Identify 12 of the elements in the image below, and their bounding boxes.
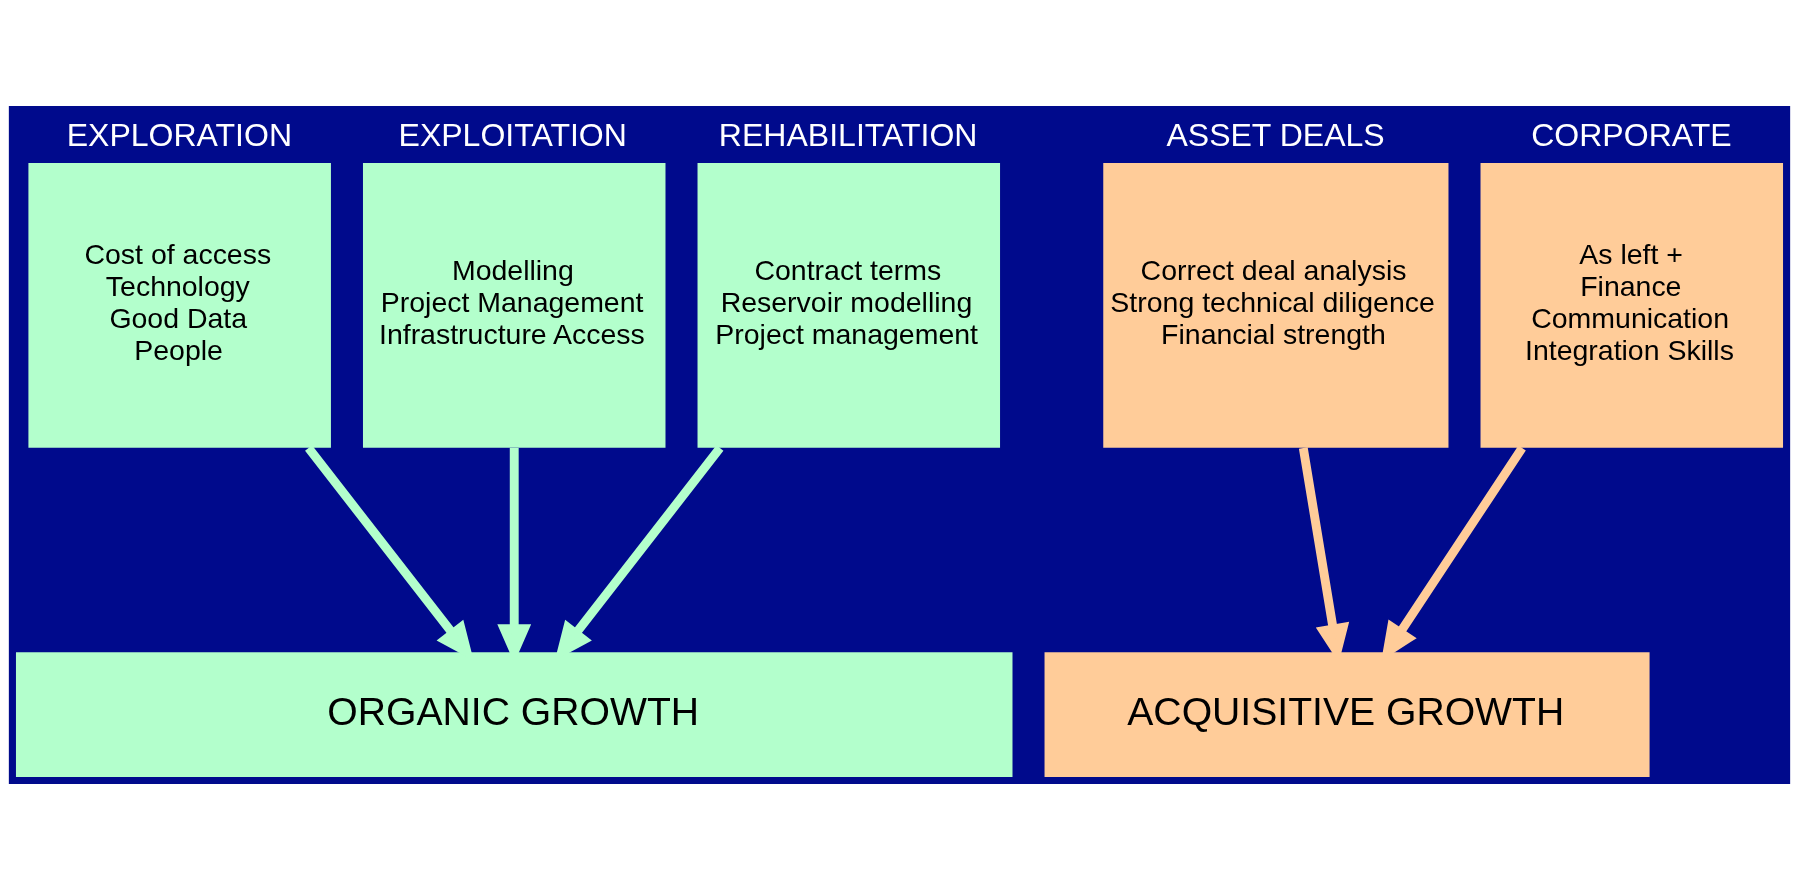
- node-box: Correct deal analysis Strong technical diligence Financial strength: [1103, 162, 1449, 448]
- node-label: REHABILITATION: [718, 116, 978, 153]
- node-box: ACQUISITIVE GROWTH: [1044, 651, 1650, 777]
- node-box: ORGANIC GROWTH: [15, 651, 1013, 777]
- node-box: Modelling Project Management Infrastructure Access: [362, 162, 666, 448]
- node-label: EXPLORATION: [66, 116, 293, 153]
- node-label: CORPORATE: [1531, 116, 1732, 153]
- node-box: Contract terms Reservoir modelling Project management: [697, 162, 1001, 448]
- node-label: EXPLOITATION: [398, 116, 627, 153]
- node-box: As left + Finance Communication Integration Skills: [1480, 162, 1784, 448]
- node-label: ASSET DEALS: [1166, 116, 1385, 153]
- node-box: Cost of access Technology Good Data People: [28, 162, 331, 448]
